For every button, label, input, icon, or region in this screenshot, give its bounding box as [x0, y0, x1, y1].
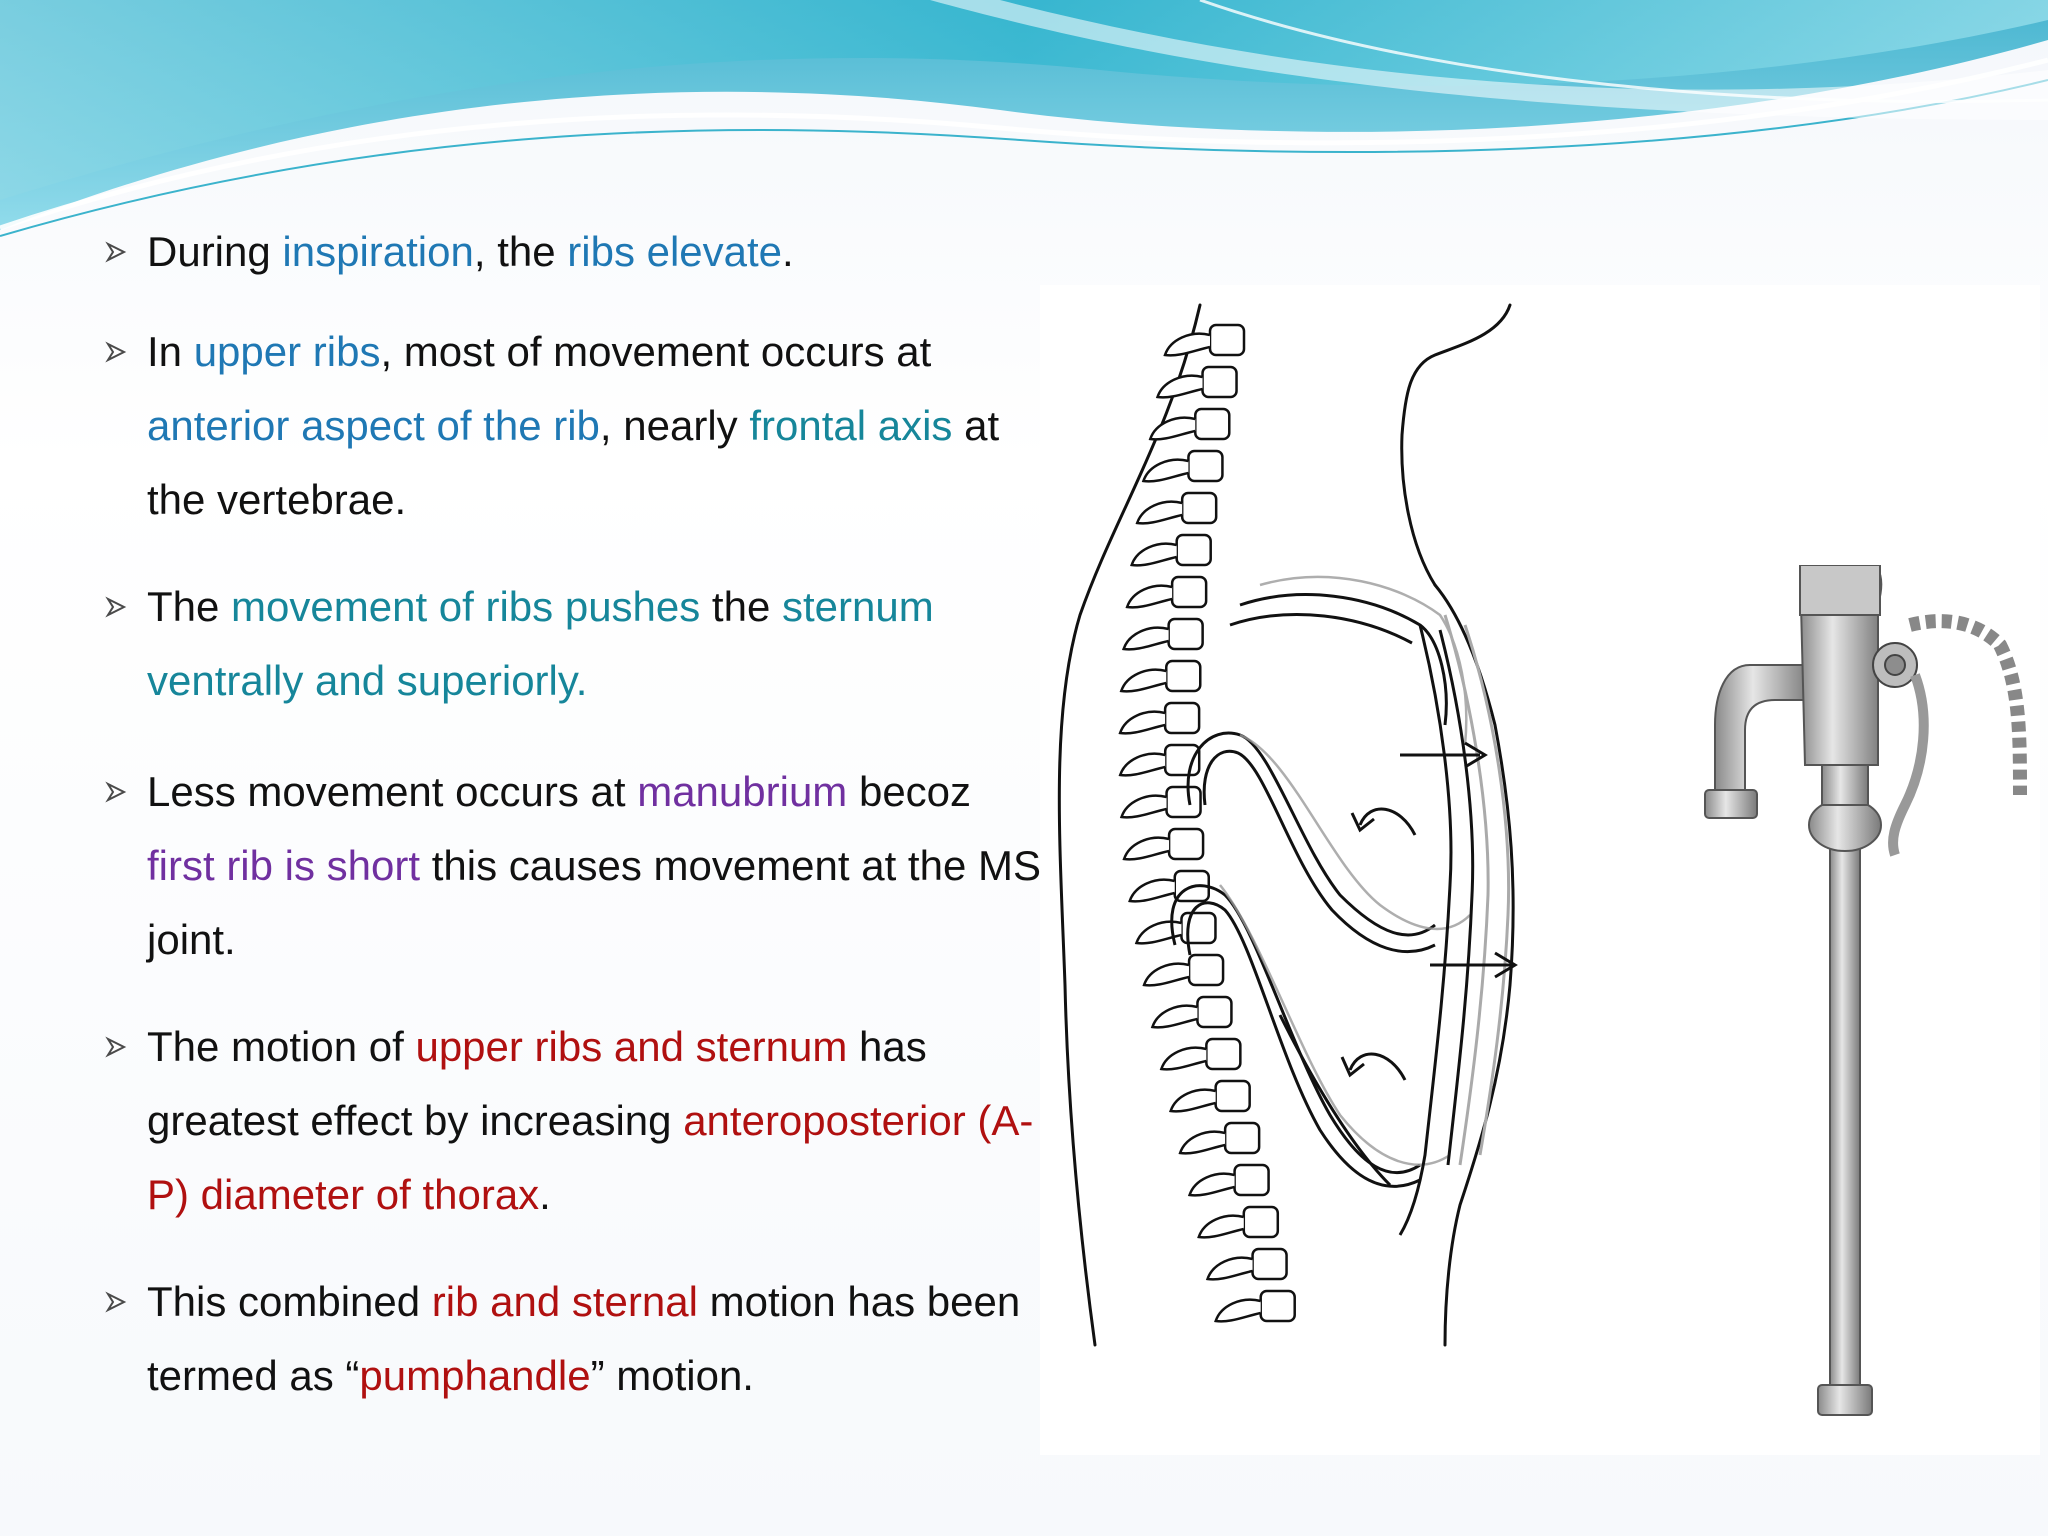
pump-handle-icon [1704, 565, 2027, 1416]
header-wave-decoration [0, 0, 2048, 237]
bullet-text-segment: The motion of [147, 1023, 416, 1070]
spinous-process [1214, 1298, 1262, 1323]
vertebra [1194, 407, 1231, 441]
bullet-text-segment: motion has been termed as “ [147, 1278, 1021, 1399]
arrowhead-bullet-icon [105, 215, 131, 289]
spinous-process [1178, 1130, 1226, 1155]
vertebra [1251, 1247, 1288, 1281]
bullet-text-segment: becoz [847, 768, 972, 815]
bullet-text-segment: frontal axis [749, 402, 953, 449]
bullet-text-segment: upper ribs [193, 328, 381, 375]
bullet-text-segment: at the vertebrae. [147, 402, 1000, 523]
bullet-text-segment: , nearly [599, 402, 750, 449]
bullet-text-segment: movement of ribs pushes [231, 583, 701, 630]
spinous-process [1197, 1214, 1245, 1239]
spinous-process [1118, 752, 1166, 777]
spinous-process [1168, 1088, 1216, 1113]
vertebra [1205, 1037, 1242, 1071]
spinous-process [1119, 794, 1167, 819]
vertebra [1242, 1205, 1280, 1239]
spinous-process [1159, 1046, 1207, 1071]
vertebra [1175, 533, 1212, 567]
spinous-process [1134, 920, 1182, 945]
bullet-text-segment: the [700, 583, 782, 630]
bullet-item: This combined rib and sternal motion has… [105, 1265, 1047, 1413]
bullet-text-segment: sternum ventrally and superiorly. [147, 583, 934, 704]
bullet-item: In upper ribs, most of movement occurs a… [105, 315, 1047, 537]
arrowhead-bullet-icon [105, 1010, 131, 1084]
bullet-text-segment: rib and sternal [431, 1278, 698, 1325]
arrowhead-bullet-icon [105, 315, 131, 389]
spinous-process [1187, 1172, 1235, 1197]
vertebra [1170, 575, 1208, 609]
bullet-text-segment: anterior aspect of the rib [147, 402, 600, 449]
vertebra [1187, 953, 1225, 987]
pumphandle-diagram [1040, 285, 2040, 1455]
bullet-text-segment: . [539, 1171, 551, 1218]
bullet-text-segment: ” motion. [590, 1352, 754, 1399]
vertebra [1167, 827, 1205, 861]
spinous-process [1141, 458, 1189, 483]
bullet-item: The motion of upper ribs and sternum has… [105, 1010, 1047, 1232]
vertebra [1233, 1163, 1270, 1197]
vertebra [1196, 995, 1233, 1029]
bullet-text-segment: has greatest effect by increasing [147, 1023, 927, 1144]
arrowhead-bullet-icon [105, 755, 131, 829]
vertebra [1214, 1079, 1251, 1113]
bullet-text-segment: upper ribs and sternum [415, 1023, 848, 1070]
bullet-item: The movement of ribs pushes the sternum … [105, 570, 1047, 718]
spinous-process [1125, 584, 1173, 609]
bullet-item: Less movement occurs at manubrium becoz … [105, 755, 1047, 977]
vertebra [1208, 323, 1246, 357]
spinous-process [1142, 962, 1190, 987]
bullet-text-segment: first rib is short [147, 842, 421, 889]
spinous-process [1163, 332, 1211, 357]
spinous-process [1128, 878, 1176, 903]
arrowhead-bullet-icon [105, 1265, 131, 1339]
spinous-process [1118, 710, 1166, 735]
spinous-process [1150, 1004, 1198, 1029]
bullet-text-segment: this causes movement at the MS joint. [147, 842, 1041, 963]
bullet-text-segment: . [782, 228, 794, 275]
arrowhead-bullet-icon [105, 570, 131, 644]
spinous-process [1121, 626, 1169, 651]
vertebra [1163, 701, 1201, 735]
vertebra [1165, 785, 1202, 819]
bullet-text-segment: anteroposterior (A-P) diameter of thorax [147, 1097, 1034, 1218]
vertebra [1167, 617, 1204, 651]
bullet-text-segment: Less movement occurs at [147, 768, 638, 815]
bullet-text-segment: pumphandle [359, 1352, 591, 1399]
spinous-process [1205, 1256, 1253, 1281]
bullet-text-segment: , most of movement occurs at [380, 328, 932, 375]
vertebra [1223, 1121, 1261, 1155]
bullet-item: During inspiration, the ribs elevate. [105, 215, 1047, 289]
vertebra [1165, 659, 1202, 693]
spinous-process [1122, 836, 1170, 861]
vertebra [1259, 1289, 1296, 1323]
bullet-text-segment: During [147, 228, 283, 275]
vertebra [1180, 491, 1218, 525]
bullet-text-segment: , the [473, 228, 568, 275]
spinous-process [1119, 668, 1167, 693]
bullet-text-segment: ribs elevate [567, 228, 783, 275]
bullet-text-segment: inspiration [282, 228, 474, 275]
vertebra [1187, 449, 1224, 483]
bullet-text-segment: This combined [147, 1278, 432, 1325]
bullet-text-segment: manubrium [637, 768, 848, 815]
rib-cage-lateral-view-icon [1057, 303, 1518, 1347]
spinous-process [1135, 500, 1183, 525]
bullet-text-segment: The [147, 583, 232, 630]
spinous-process [1130, 542, 1177, 567]
spinous-process [1155, 374, 1203, 399]
bullet-text-segment: In [147, 328, 194, 375]
spinous-process [1148, 416, 1196, 441]
vertebra [1201, 365, 1238, 399]
